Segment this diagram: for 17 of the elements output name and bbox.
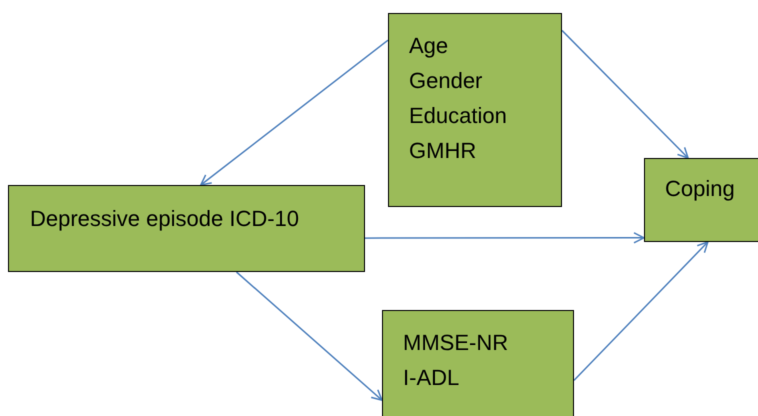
node-label: Coping: [665, 175, 735, 203]
arrow: [200, 40, 388, 186]
text-box: [8, 185, 365, 272]
node-label: Depressive episode ICD-10: [30, 205, 300, 233]
node-label: I-ADL: [403, 364, 460, 392]
arrow: [236, 271, 383, 401]
node-label: Age: [409, 32, 448, 60]
arrow: [365, 232, 645, 244]
arrow: [573, 241, 709, 381]
node-label: Gender: [409, 67, 482, 95]
arrow: [561, 30, 689, 159]
node-label: MMSE-NR: [403, 329, 508, 357]
text-box: [382, 310, 574, 416]
text-box: [644, 158, 758, 242]
text-box: [388, 13, 562, 207]
node-label: GMHR: [409, 137, 476, 165]
node-label: Education: [409, 102, 507, 130]
